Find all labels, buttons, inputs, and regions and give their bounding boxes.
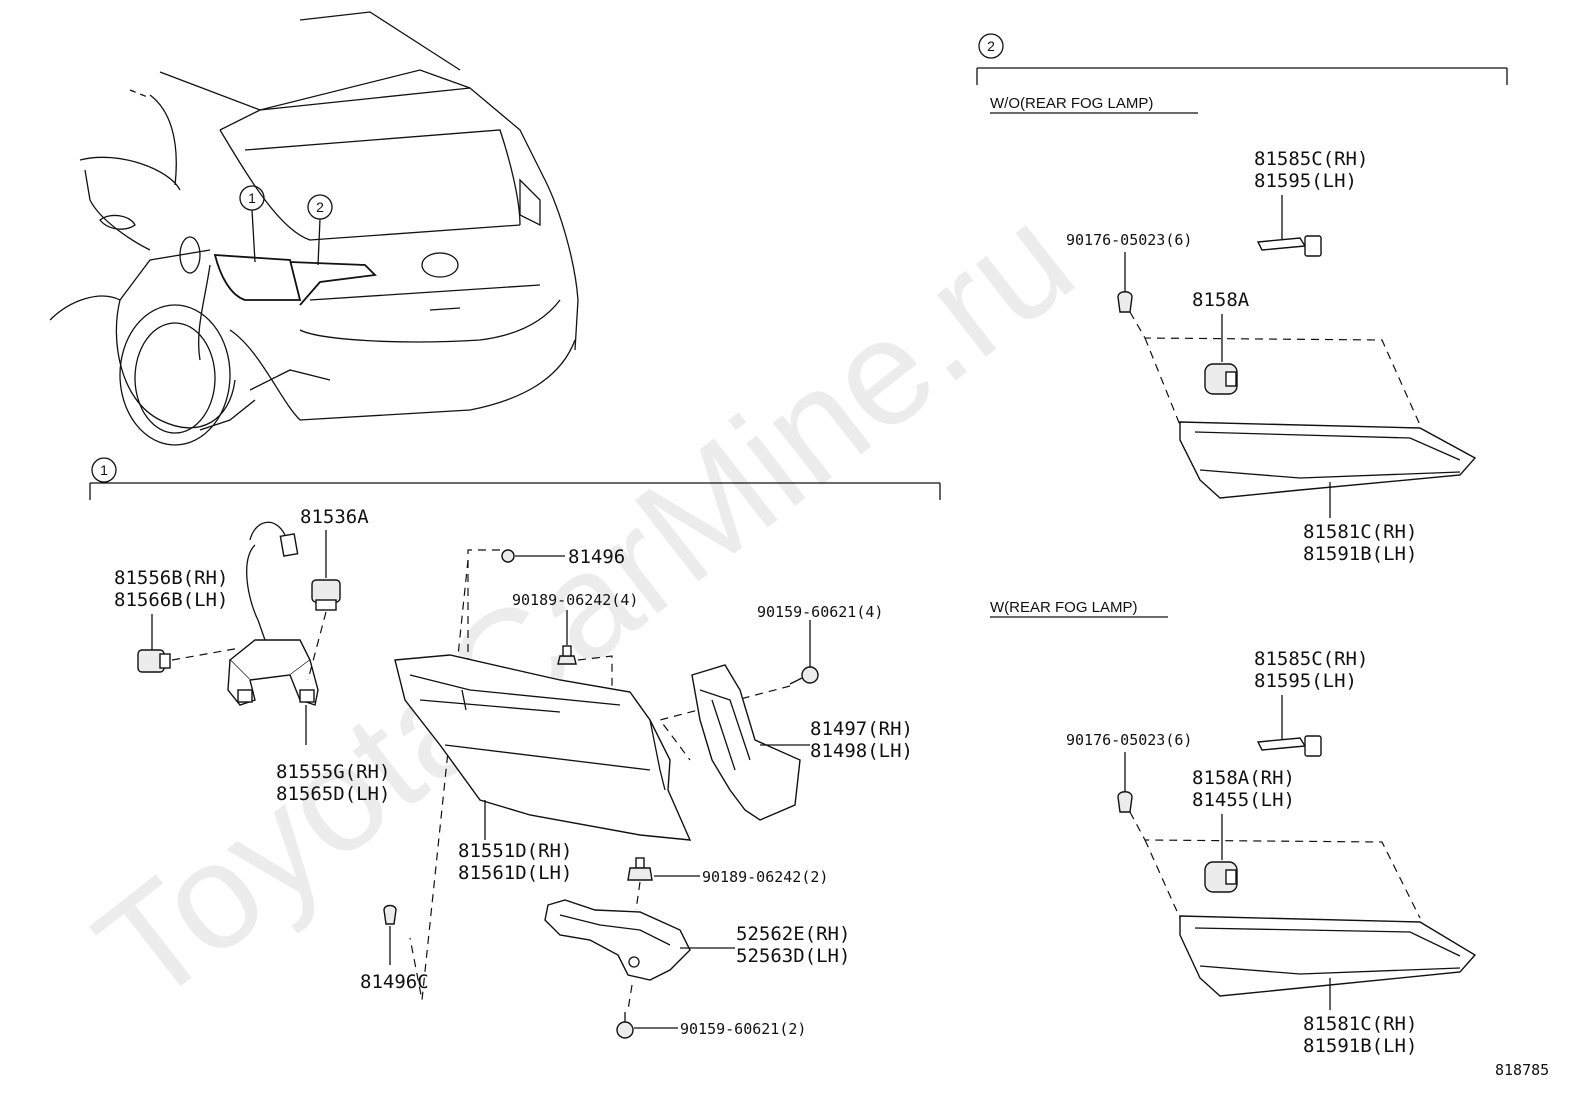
label-81566B-lh: 81566B(LH)	[114, 589, 228, 611]
label-81497-rh: 81497(RH)	[810, 718, 913, 740]
label-52562E-rh: 52562E(RH)	[736, 923, 850, 945]
label-81551D-rh: 81551D(RH)	[458, 840, 572, 862]
bracket-52562E-illustration	[544, 899, 735, 1011]
wo-socket-8158A-illustration	[1204, 314, 1238, 395]
socket-wire-assembly-illustration	[227, 521, 319, 745]
header-without-rear-fog-lamp: W/O(REAR FOG LAMP)	[990, 95, 1153, 112]
w-label-81591B-lh: 81591B(LH)	[1303, 1035, 1417, 1057]
label-81561D-lh: 81561D(LH)	[458, 862, 572, 884]
diagram-reference-number: 818785	[1495, 1061, 1549, 1079]
wo-label-81581C-rh: 81581C(RH)	[1303, 521, 1417, 543]
w-label-90176-05023: 90176-05023(6)	[1066, 731, 1192, 749]
w-label-8158A-rh: 8158A(RH)	[1192, 767, 1295, 789]
label-81555G-rh: 81555G(RH)	[276, 761, 390, 783]
label-81565D-lh: 81565D(LH)	[276, 783, 390, 805]
car-overview-illustration	[49, 11, 579, 446]
label-81496: 81496	[568, 546, 625, 568]
rear-combination-lamp-illustration	[394, 654, 692, 841]
section-1-callout: 1	[100, 462, 108, 478]
wo-label-81585C-rh: 81585C(RH)	[1254, 148, 1368, 170]
label-81556B-rh: 81556B(RH)	[114, 567, 228, 589]
screw-90159-4-illustration	[658, 620, 819, 761]
bulb-socket-81556B-illustration	[137, 647, 241, 673]
w-label-81585C-rh: 81585C(RH)	[1254, 648, 1368, 670]
label-90159-60621-2: 90159-60621(2)	[680, 1020, 806, 1038]
w-label-81595-lh: 81595(LH)	[1254, 670, 1357, 692]
w-clip-90176-illustration	[1117, 752, 1133, 813]
clip-81496C-illustration	[383, 904, 397, 965]
w-label-81455-lh: 81455(LH)	[1192, 789, 1295, 811]
label-52563D-lh: 52563D(LH)	[736, 945, 850, 967]
w-back-door-lamp-illustration	[1129, 811, 1477, 1010]
wo-back-door-lamp-illustration	[1129, 311, 1477, 518]
label-81498-lh: 81498(LH)	[810, 740, 913, 762]
wo-label-81595-lh: 81595(LH)	[1254, 170, 1357, 192]
car-callout-1: 1	[248, 190, 256, 206]
screw-90159-2-illustration	[616, 1012, 678, 1039]
w-socket-8158A-illustration	[1204, 814, 1238, 893]
section-2-callout: 2	[987, 38, 995, 54]
label-81496C: 81496C	[360, 971, 429, 993]
screw-90189-2-illustration	[627, 857, 700, 911]
w-wire-81585C-illustration	[1256, 695, 1322, 757]
wo-label-90176-05023: 90176-05023(6)	[1066, 231, 1192, 249]
car-callout-2: 2	[316, 199, 324, 215]
garnish-81497-illustration	[691, 664, 810, 821]
wo-wire-81585C-illustration	[1256, 195, 1322, 257]
label-90189-06242-2: 90189-06242(2)	[702, 868, 828, 886]
label-81536A: 81536A	[300, 506, 369, 528]
label-90189-06242-4: 90189-06242(4)	[512, 591, 638, 609]
wo-label-81591B-lh: 81591B(LH)	[1303, 543, 1417, 565]
bulb-socket-81536A-illustration	[307, 530, 341, 681]
label-90159-60621-4: 90159-60621(4)	[757, 603, 883, 621]
screw-90189-4-illustration	[557, 610, 613, 690]
wo-clip-90176-illustration	[1117, 252, 1133, 313]
w-label-81581C-rh: 81581C(RH)	[1303, 1013, 1417, 1035]
section-1-bracket	[89, 457, 941, 500]
header-with-rear-fog-lamp: W(REAR FOG LAMP)	[990, 599, 1138, 616]
section-2-bracket	[976, 33, 1508, 85]
wo-label-8158A: 8158A	[1192, 289, 1250, 311]
